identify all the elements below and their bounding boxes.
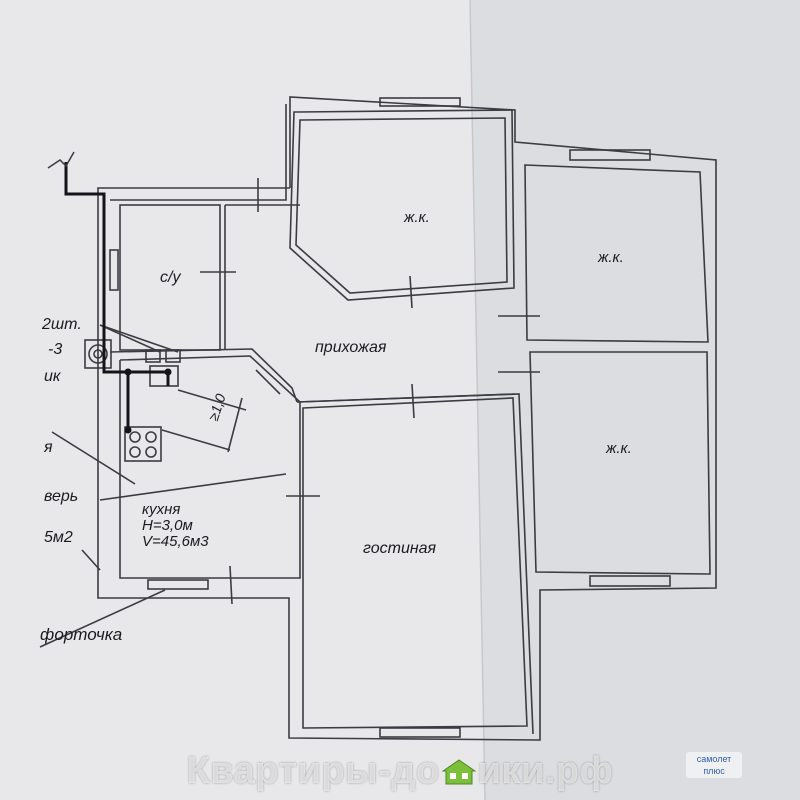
hallway-label: прихожая bbox=[315, 339, 387, 356]
boiler bbox=[84, 339, 112, 369]
bedroom3-walls bbox=[529, 351, 711, 575]
annotation-quantity: 2шт. bbox=[42, 316, 82, 333]
window-kitchen bbox=[147, 579, 209, 590]
pipe-node bbox=[164, 368, 172, 376]
bathroom-label: с/у bbox=[160, 269, 181, 286]
bedroom1-walls bbox=[295, 117, 508, 294]
bedroom2-walls bbox=[524, 164, 709, 343]
boiler-circle bbox=[88, 344, 108, 364]
door-tick bbox=[411, 383, 415, 419]
leader-line bbox=[51, 431, 136, 485]
annotation-area: 5м2 bbox=[44, 529, 73, 546]
annotation-cut-1: я bbox=[44, 439, 53, 456]
window-bedroom1 bbox=[379, 97, 461, 107]
stove-burner bbox=[145, 446, 157, 458]
boiler-circle-inner bbox=[93, 349, 103, 359]
kitchen-height: H=3,0м bbox=[142, 517, 193, 534]
window-bedroom2 bbox=[569, 149, 651, 161]
watermark: Квартиры-до ики.рф bbox=[0, 742, 800, 800]
kitchen-label-block: кухня H=3,0м V=45,6м3 bbox=[142, 502, 209, 550]
kitchen-label: кухня bbox=[142, 501, 181, 518]
vent-box bbox=[145, 349, 161, 363]
stove-burner bbox=[129, 431, 141, 443]
stove-burner bbox=[145, 431, 157, 443]
bedroom2-label: ж.к. bbox=[598, 249, 624, 266]
badge-line2: плюс bbox=[703, 766, 725, 776]
leader-line bbox=[39, 589, 166, 648]
door-tick bbox=[229, 565, 233, 605]
pipe-node bbox=[124, 426, 132, 434]
window-living bbox=[379, 727, 461, 738]
gas-pipe bbox=[64, 162, 130, 430]
annotation-door: верь bbox=[44, 488, 79, 505]
annotation-boiler: ик bbox=[44, 368, 61, 385]
paper-fold-shade bbox=[470, 0, 800, 800]
watermark-text-right: ики.рф bbox=[477, 749, 614, 792]
living-label: гостиная bbox=[363, 540, 437, 557]
living-walls bbox=[302, 397, 528, 729]
hallway-bottom-wall bbox=[296, 393, 516, 403]
outer-wall-outer bbox=[97, 96, 717, 741]
door-tick bbox=[255, 369, 281, 395]
dimension-line bbox=[177, 389, 247, 411]
bedroom1-walls-outer bbox=[289, 109, 515, 301]
bedroom3-label: ж.к. bbox=[606, 440, 632, 457]
leader-line bbox=[99, 324, 179, 353]
chimney-mark bbox=[47, 151, 75, 169]
window-bathroom bbox=[109, 249, 119, 291]
pipe-node bbox=[124, 368, 132, 376]
kitchen-walls-outer bbox=[109, 348, 298, 403]
annotation-window-vent: форточка bbox=[40, 625, 123, 644]
watermark-text-left: Квартиры-до bbox=[186, 749, 440, 792]
annotation-code: -3 bbox=[48, 341, 63, 358]
stove bbox=[124, 426, 162, 462]
window-bedroom3 bbox=[589, 575, 671, 587]
leader-line bbox=[99, 473, 287, 501]
badge-line1: самолет bbox=[696, 754, 732, 764]
sink bbox=[149, 365, 179, 387]
watermark-text: Квартиры-до ики.рф bbox=[187, 750, 614, 793]
kitchen-volume: V=45,6м3 bbox=[142, 533, 209, 550]
dimension-line bbox=[227, 397, 243, 453]
outer-wall-inner bbox=[110, 104, 287, 201]
leader-line bbox=[99, 324, 161, 353]
dimension-line bbox=[161, 429, 231, 451]
door-tick bbox=[409, 275, 413, 309]
brand-badge: самолет плюс bbox=[686, 752, 742, 778]
house-logo-icon bbox=[441, 758, 476, 784]
stove-burner bbox=[129, 446, 141, 458]
kitchen-walls bbox=[119, 355, 301, 579]
leader-line bbox=[81, 549, 101, 571]
bedroom1-label: ж.к. bbox=[404, 209, 430, 226]
